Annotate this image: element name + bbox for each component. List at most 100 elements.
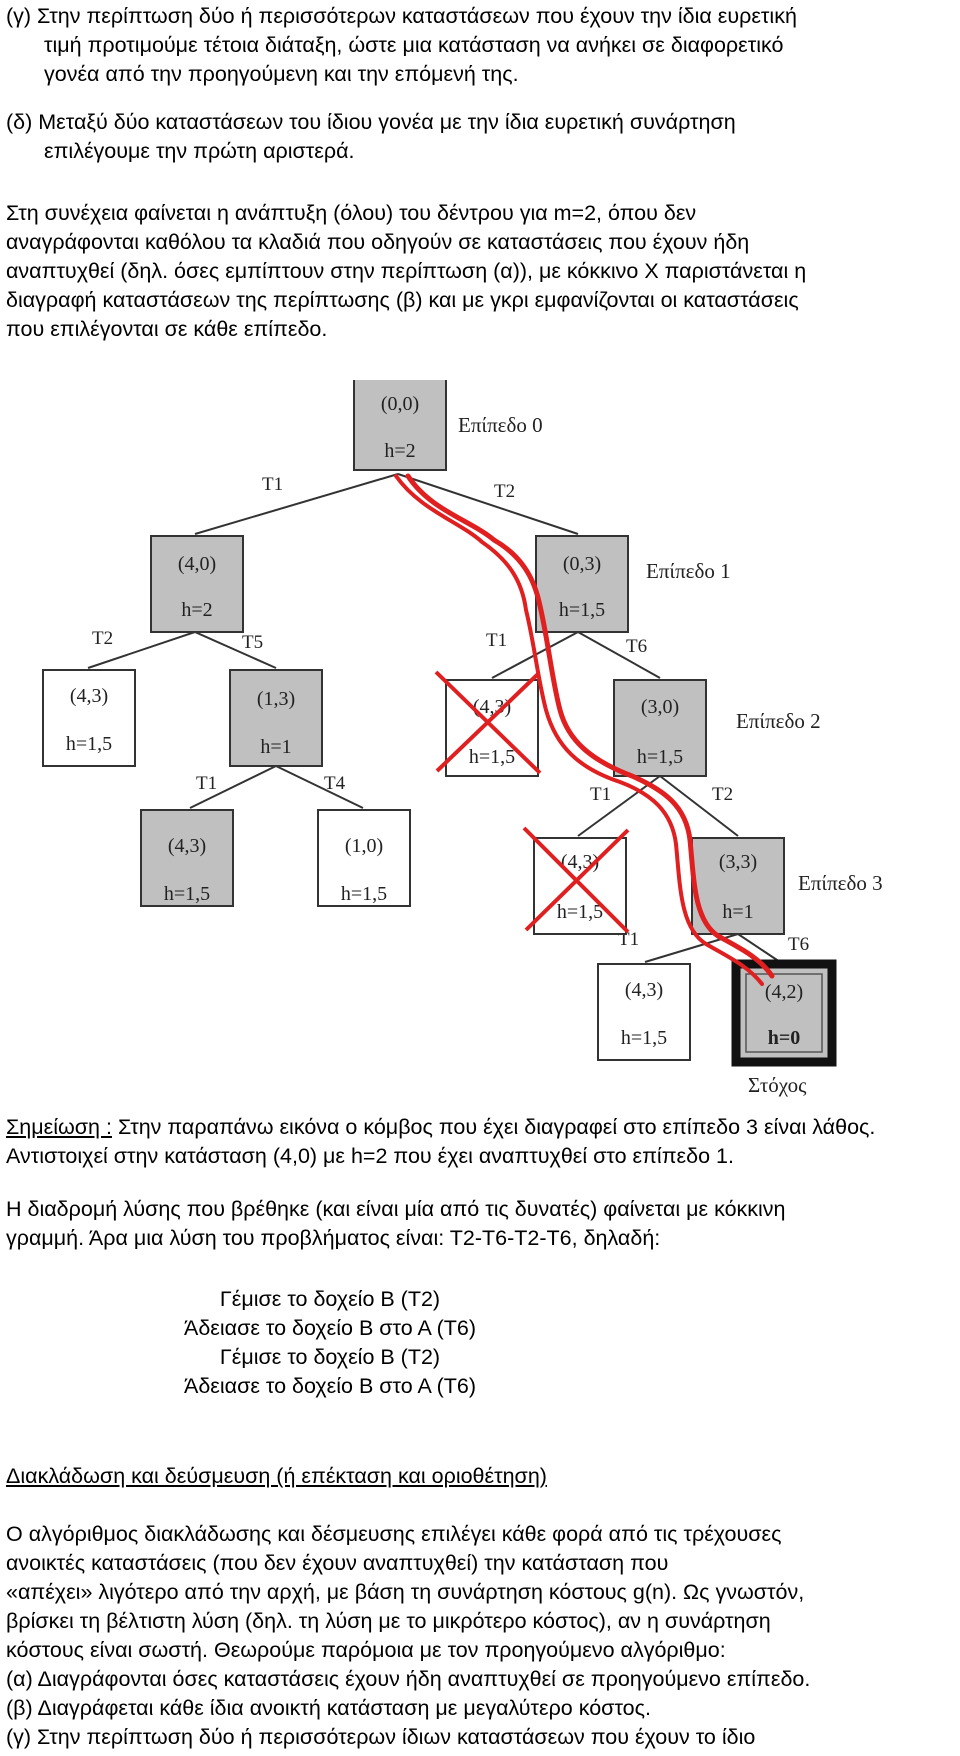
- text-line: Ο αλγόριθμος διακλάδωσης και δέσμευσης ε…: [6, 1522, 782, 1546]
- text-line: (γ) Στην περίπτωση δύο ή περισσότερων ίδ…: [6, 1725, 756, 1749]
- node-state: (4,3): [168, 835, 206, 857]
- node-heuristic: h=1,5: [621, 1027, 667, 1049]
- node-heuristic: h=1,5: [469, 746, 515, 768]
- edge-label: T2: [712, 784, 733, 805]
- solution-path-left: [394, 474, 764, 986]
- node-box: [535, 535, 629, 633]
- node-state: (3,3): [719, 851, 757, 873]
- solution-steps: Γέμισε το δοχείο Β (Τ2) Άδειασε το δοχεί…: [0, 1285, 660, 1401]
- solution-path: [405, 473, 775, 979]
- text-line: ανοικτές καταστάσεις (που δεν έχουν αναπ…: [6, 1551, 669, 1575]
- node-heuristic: h=1: [260, 736, 291, 758]
- node-box: [597, 963, 691, 1061]
- node-inner-border: [745, 973, 823, 1053]
- text-line: διαγραφή καταστάσεων της περίπτωσης (β) …: [6, 288, 799, 312]
- node-box: [731, 959, 837, 1067]
- node-heuristic: h=2: [181, 599, 212, 621]
- goal-label: Στόχος: [748, 1073, 807, 1097]
- edge-labels: T1 T2 T2 T5 T1 T6 T1 T4 T1 T2 T1 T6: [92, 474, 809, 955]
- node-state: (4,2): [765, 981, 803, 1003]
- level-labels: Επίπεδο 0 Επίπεδο 1 Επίπεδο 2 Επίπεδο 3 …: [458, 413, 883, 1097]
- tree-node: (1,0) h=1,5: [317, 809, 411, 907]
- node-heuristic: h=1,5: [559, 599, 605, 621]
- tree-edge: [194, 473, 399, 535]
- node-state: (1,3): [257, 688, 295, 710]
- node-heuristic: h=1,5: [341, 883, 387, 905]
- level-label: Επίπεδο 1: [646, 559, 731, 583]
- tree-node: (4,0) h=2: [150, 535, 244, 633]
- text-line: «απέχει» λιγότερο από την αρχή, με βάση …: [6, 1580, 805, 1604]
- node-box: [42, 669, 136, 767]
- node-heuristic: h=1,5: [637, 746, 683, 768]
- node-heuristic: h=1,5: [557, 901, 603, 923]
- node-box: [140, 809, 234, 907]
- text-line: Αντιστοιχεί στην κατάσταση (4,0) με h=2 …: [6, 1144, 734, 1168]
- tree-node: (4,3) h=1,5: [597, 963, 691, 1061]
- tree-node: (0,3) h=1,5: [535, 535, 629, 633]
- text-line: (δ) Μεταξύ δύο καταστάσεων του ίδιου γον…: [6, 110, 736, 134]
- node-state: (1,0): [345, 835, 383, 857]
- tree-nodes: (0,0) h=2 (4,0) h=2 (0,3) h=1,5 (4,3) h=…: [42, 380, 837, 1067]
- level-label: Επίπεδο 3: [798, 871, 883, 895]
- text-line: (γ) Στην περίπτωση δύο ή περισσότερων κα…: [6, 4, 797, 28]
- note-prefix: Σημείωση :: [6, 1115, 112, 1139]
- red-cross-icon: [434, 670, 542, 775]
- edge-label: T6: [626, 636, 647, 657]
- tree-node: (1,3) h=1: [229, 669, 323, 767]
- tree-node: (0,0) h=2: [353, 380, 447, 471]
- tree-node-deleted: (4,3) h=1,5: [522, 826, 630, 935]
- edge-label: T1: [590, 784, 611, 805]
- text-line: (β) Διαγράφεται κάθε ίδια ανοικτή κατάστ…: [6, 1696, 651, 1720]
- tree-edge: [737, 933, 781, 963]
- tree-edge: [189, 765, 277, 809]
- edge-label: T1: [262, 474, 283, 495]
- edge-label: T6: [788, 934, 809, 955]
- node-state: (0,0): [381, 393, 419, 415]
- tree-node: (4,3) h=1,5: [140, 809, 234, 907]
- node-box: [317, 809, 411, 907]
- node-heuristic: h=0: [768, 1027, 801, 1049]
- tree-edge: [397, 473, 579, 535]
- solution-step: Άδειασε το δοχείο Β στο Α (Τ6): [183, 1374, 477, 1398]
- paragraph-rule-d: (δ) Μεταξύ δύο καταστάσεων του ίδιου γον…: [6, 108, 736, 166]
- text-line: Σημείωση : Στην παραπάνω εικόνα ο κόμβος…: [6, 1113, 875, 1142]
- text-line: βρίσκει τη βέλτιστη λύση (δηλ. τη λύση μ…: [6, 1609, 771, 1633]
- search-tree-diagram: T1 T2 T2 T5 T1 T6 T1 T4 T1 T2 T1 T6 (0,0…: [42, 380, 883, 1097]
- tree-edge: [275, 765, 364, 809]
- paragraph-tree-intro: Στη συνέχεια φαίνεται η ανάπτυξη (όλου) …: [6, 199, 806, 344]
- level-label: Επίπεδο 2: [736, 709, 821, 733]
- tree-node: (3,3) h=1: [691, 837, 785, 935]
- node-heuristic: h=2: [384, 440, 415, 462]
- text-line: γραμμή. Άρα μια λύση του προβλήματος είν…: [6, 1226, 661, 1250]
- node-state: (4,3): [70, 685, 108, 707]
- tree-edge: [577, 631, 661, 679]
- text-line: Η διαδρομή λύσης που βρέθηκε (και είναι …: [6, 1197, 786, 1221]
- node-state: (3,0): [641, 696, 679, 718]
- node-state: (4,3): [625, 979, 663, 1001]
- edge-label: T5: [242, 632, 263, 653]
- node-state: (4,3): [473, 696, 511, 718]
- node-heuristic: h=1: [722, 901, 753, 923]
- node-state: (4,0): [178, 553, 216, 575]
- note-text: Στην παραπάνω εικόνα ο κόμβος που έχει δ…: [111, 1115, 876, 1139]
- node-heuristic: h=1,5: [66, 733, 112, 755]
- tree-edge: [87, 631, 196, 669]
- tree-node-goal: (4,2) h=0: [731, 959, 837, 1067]
- text-line: (α) Διαγράφονται όσες καταστάσεις έχουν …: [6, 1667, 811, 1691]
- level-label: Επίπεδο 0: [458, 413, 543, 437]
- node-box: [613, 679, 707, 777]
- tree-node-deleted: (4,3) h=1,5: [434, 670, 542, 777]
- solution-step: Γέμισε το δοχείο Β (Τ2): [219, 1287, 441, 1311]
- paragraph-rule-c: (γ) Στην περίπτωση δύο ή περισσότερων κα…: [6, 2, 797, 89]
- red-cross-icon: [522, 826, 630, 934]
- tree-edge: [577, 775, 661, 837]
- node-box: [229, 669, 323, 767]
- text-line: γονέα από την προηγούμενη και την επόμεν…: [44, 62, 519, 86]
- tree-node: (3,0) h=1,5: [613, 679, 707, 777]
- tree-edge: [194, 631, 277, 669]
- text-line: αναπτυχθεί (δηλ. όσες εμπίπτουν στην περ…: [6, 259, 807, 283]
- tree-node: (4,3) h=1,5: [42, 669, 136, 767]
- section-heading: Διακλάδωση και δεύσμευση (ή επέκταση και…: [6, 1464, 547, 1488]
- text-line: επιλέγουμε την πρώτη αριστερά.: [44, 139, 355, 163]
